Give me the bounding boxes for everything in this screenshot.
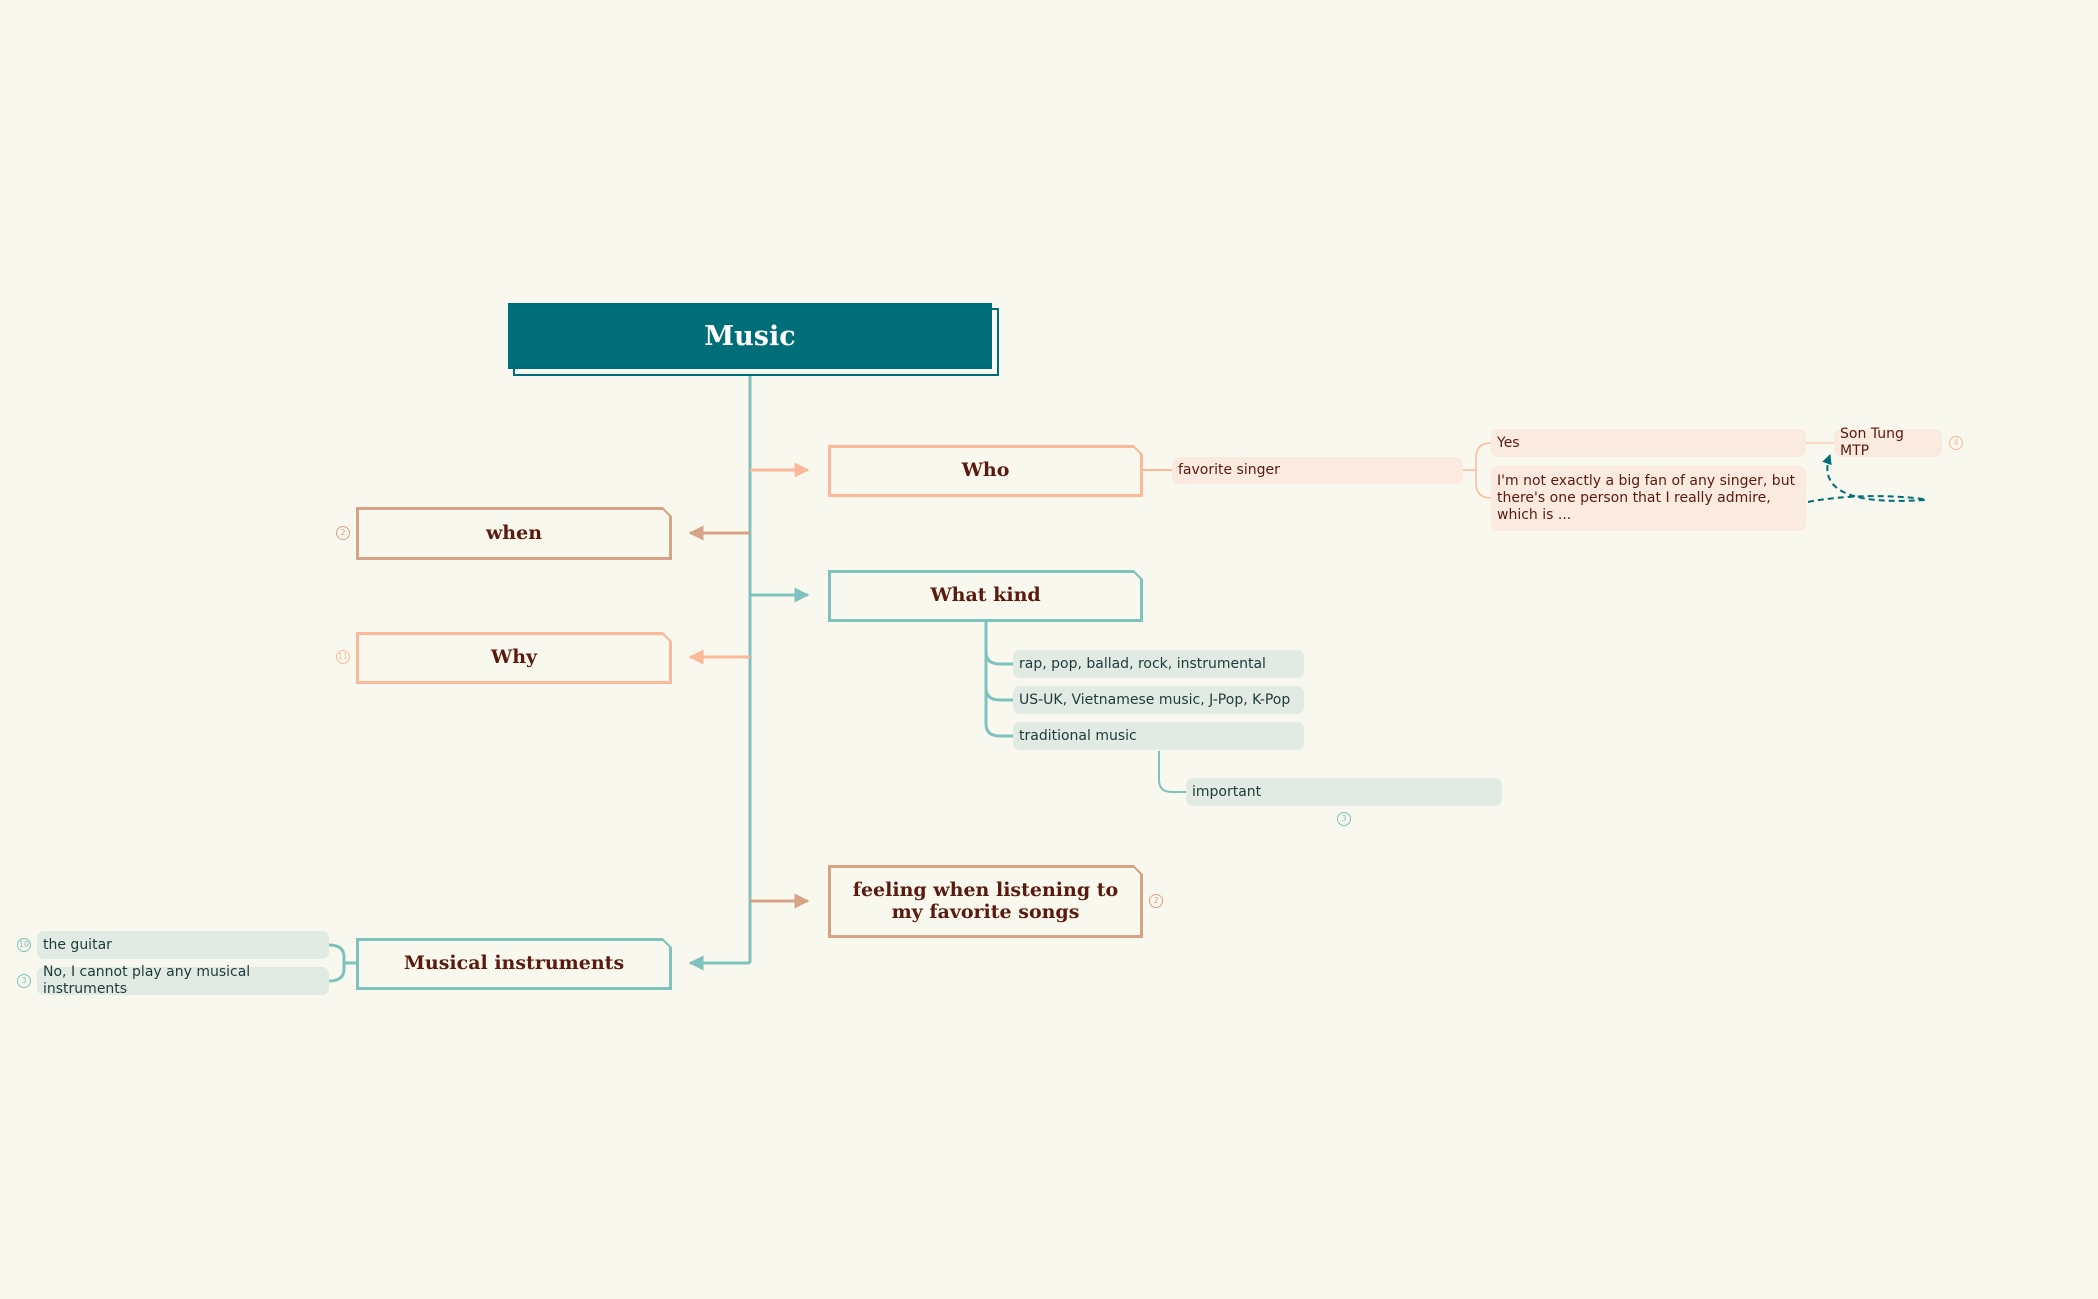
genres-label: rap, pop, ballad, rock, instrumental xyxy=(1019,655,1266,672)
subtopic-origins[interactable]: US-UK, Vietnamese music, J-Pop, K-Pop xyxy=(1013,686,1304,714)
not-a-fan-label: I'm not exactly a big fan of any singer,… xyxy=(1497,473,1796,523)
guitar-badge[interactable]: 10 xyxy=(17,938,31,952)
traditional-label: traditional music xyxy=(1019,727,1137,744)
subtopic-the-guitar[interactable]: the guitar xyxy=(37,931,329,959)
root-label: Music xyxy=(704,320,796,352)
subtopic-important[interactable]: important xyxy=(1186,778,1502,806)
origins-label: US-UK, Vietnamese music, J-Pop, K-Pop xyxy=(1019,691,1291,708)
son-tung-badge[interactable]: 4 xyxy=(1949,436,1963,450)
topic-who[interactable]: Who xyxy=(828,445,1143,497)
topic-instruments-label: Musical instruments xyxy=(403,952,625,975)
favorite-singer-label: favorite singer xyxy=(1178,462,1280,478)
topic-when[interactable]: when xyxy=(356,507,672,560)
subtopic-son-tung-mtp[interactable]: Son Tung MTP xyxy=(1834,426,1942,459)
cannot-play-label: No, I cannot play any musical instrument… xyxy=(43,964,251,997)
subtopic-not-a-fan[interactable]: I'm not exactly a big fan of any singer,… xyxy=(1491,466,1806,531)
topic-when-label: when xyxy=(485,521,543,544)
topic-who-label: Who xyxy=(961,459,1010,482)
topic-feeling-label: feeling when listening to my favorite so… xyxy=(852,878,1119,923)
topic-what-kind-label: What kind xyxy=(930,584,1041,607)
topic-why[interactable]: Why xyxy=(356,632,672,684)
subtopic-yes[interactable]: Yes xyxy=(1491,429,1806,457)
topic-musical-instruments[interactable]: Musical instruments xyxy=(356,938,672,990)
dashed-relationship-arrow xyxy=(1807,454,1927,503)
topic-feeling-badge[interactable]: 2 xyxy=(1149,894,1163,908)
important-label: important xyxy=(1192,783,1262,800)
subtopic-traditional-music[interactable]: traditional music xyxy=(1013,722,1304,750)
root-topic-music[interactable]: Music xyxy=(508,303,992,369)
subtopic-cannot-play[interactable]: No, I cannot play any musical instrument… xyxy=(37,964,329,997)
cannot-play-badge[interactable]: 3 xyxy=(17,974,31,988)
important-badge[interactable]: 3 xyxy=(1337,812,1351,826)
topic-why-badge[interactable]: 11 xyxy=(336,650,350,664)
subtopic-genres[interactable]: rap, pop, ballad, rock, instrumental xyxy=(1013,650,1304,678)
topic-feeling[interactable]: feeling when listening to my favorite so… xyxy=(828,865,1143,938)
son-tung-label: Son Tung MTP xyxy=(1840,426,1904,459)
topic-what-kind[interactable]: What kind xyxy=(828,570,1143,622)
subtopic-favorite-singer[interactable]: favorite singer xyxy=(1172,457,1463,484)
topic-why-label: Why xyxy=(490,646,538,669)
guitar-label: the guitar xyxy=(43,936,112,953)
topic-when-badge[interactable]: 2 xyxy=(336,526,350,540)
yes-label: Yes xyxy=(1497,434,1520,451)
